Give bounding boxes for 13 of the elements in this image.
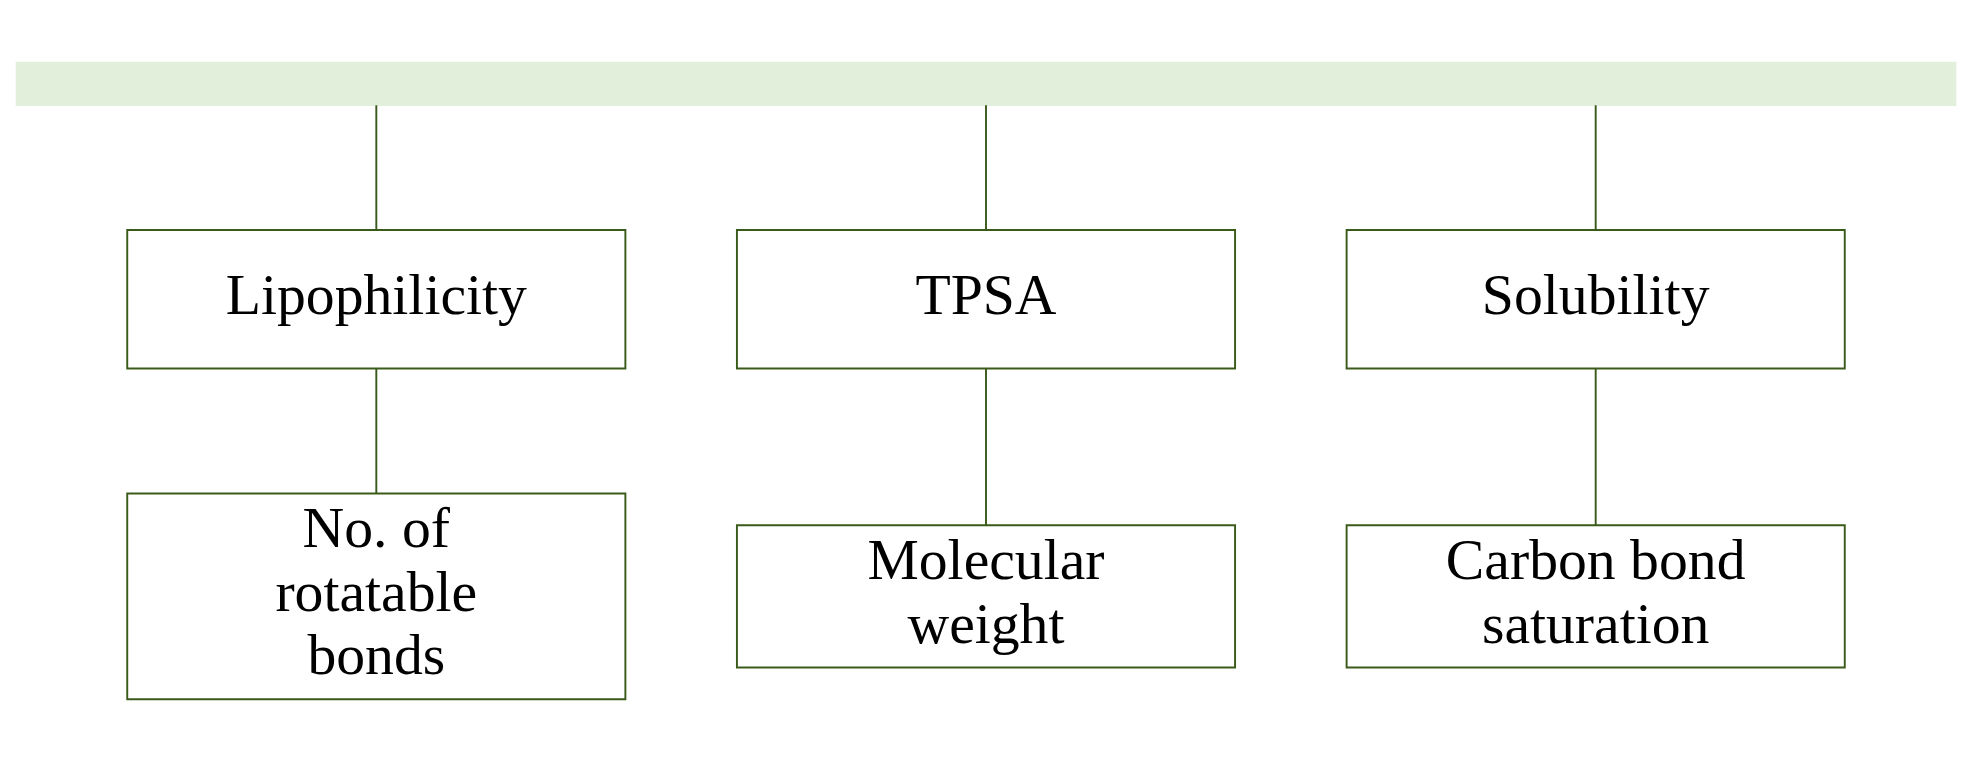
node-box: Carbon bond saturation (1345, 523, 1846, 669)
connector (375, 367, 378, 494)
node-box: Lipophilicity (126, 228, 627, 369)
node-box: TPSA (735, 228, 1237, 369)
connector (985, 103, 987, 230)
connector (1594, 367, 1597, 526)
node-bar (15, 61, 1957, 106)
node-box: Molecular weight (735, 523, 1237, 669)
connector (375, 103, 378, 230)
connector (985, 367, 987, 526)
node-box: No. of rotatable bonds (126, 492, 627, 700)
connector (1594, 103, 1597, 230)
node-box: Solubility (1345, 228, 1846, 369)
